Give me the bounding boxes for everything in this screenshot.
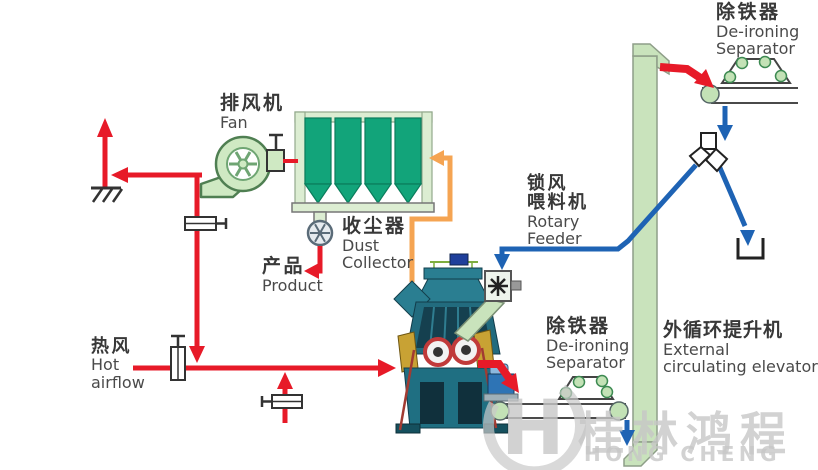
label-deironing-bottom: 除铁器 De-ironing Separator (546, 315, 630, 372)
label-deironing-top: 除铁器 De-ironing Separator (716, 1, 800, 58)
dust-collector-icon (291, 111, 435, 224)
label-rotary-feeder: 锁风 喂料机 Rotary Feeder (527, 173, 589, 249)
container-icon (736, 238, 765, 260)
label-hot-airflow: 热风 Hot airflow (91, 336, 145, 392)
watermark-monogram: H (501, 383, 565, 470)
label-elevator: 外循环提升机 External circulating elevator (663, 319, 818, 376)
rotary-valve-icon (306, 219, 334, 247)
blue-material-lines (494, 106, 755, 446)
watermark-brand-zh: 桂林鸿程 (578, 407, 794, 461)
belt-conveyor-icon (700, 84, 798, 104)
bucket-elevator-icon (623, 43, 670, 467)
label-product: 产品 Product (262, 255, 323, 295)
gate-valve-icon (184, 216, 228, 231)
gate-valve-icon (170, 334, 186, 381)
watermark-swoosh (482, 384, 586, 470)
orange-dust-return-line (409, 150, 453, 282)
damper-icon (266, 133, 285, 172)
rotary-feeder-icon (484, 270, 522, 302)
label-fan: 排风机 Fan (220, 92, 285, 132)
red-elevator-discharge-arrow (659, 63, 714, 88)
gate-valve-icon (260, 394, 303, 409)
watermark-brand-en: HONG CHENG (584, 442, 782, 466)
red-mill-discharge-arrow (478, 360, 519, 393)
two-way-splitter-icon (688, 132, 729, 173)
label-dust-collector: 收尘器 Dust Collector (342, 215, 414, 272)
fan-icon (199, 135, 272, 199)
magnetic-separator-icon (720, 55, 792, 84)
ground-symbol-icon (91, 186, 124, 203)
